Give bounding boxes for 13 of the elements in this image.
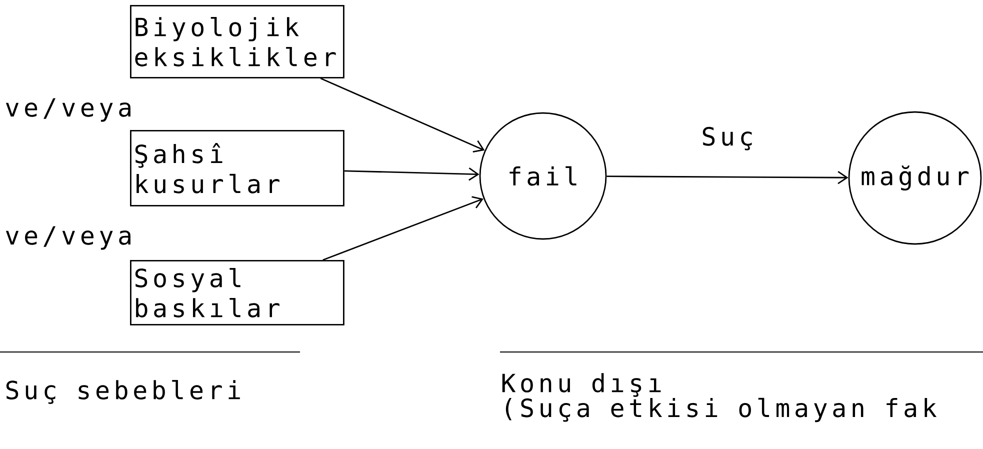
arrow (344, 168, 480, 181)
label: Suç sebebleri (6, 380, 240, 404)
edge-label: Suç (699, 124, 756, 152)
text-box: Biyolojik eksiklikler (130, 5, 344, 78)
arrow (322, 196, 484, 261)
label: Konu dışı (502, 373, 661, 397)
arrow (320, 78, 485, 152)
label: ve/veya (6, 98, 130, 122)
label: (Suça etkisi olmayan fak (506, 398, 937, 422)
arrow (606, 171, 848, 184)
label: ve/veya (6, 226, 130, 250)
text-box: Şahsî kusurlar (130, 130, 344, 206)
text-box: Sosyal baskılar (130, 260, 344, 326)
